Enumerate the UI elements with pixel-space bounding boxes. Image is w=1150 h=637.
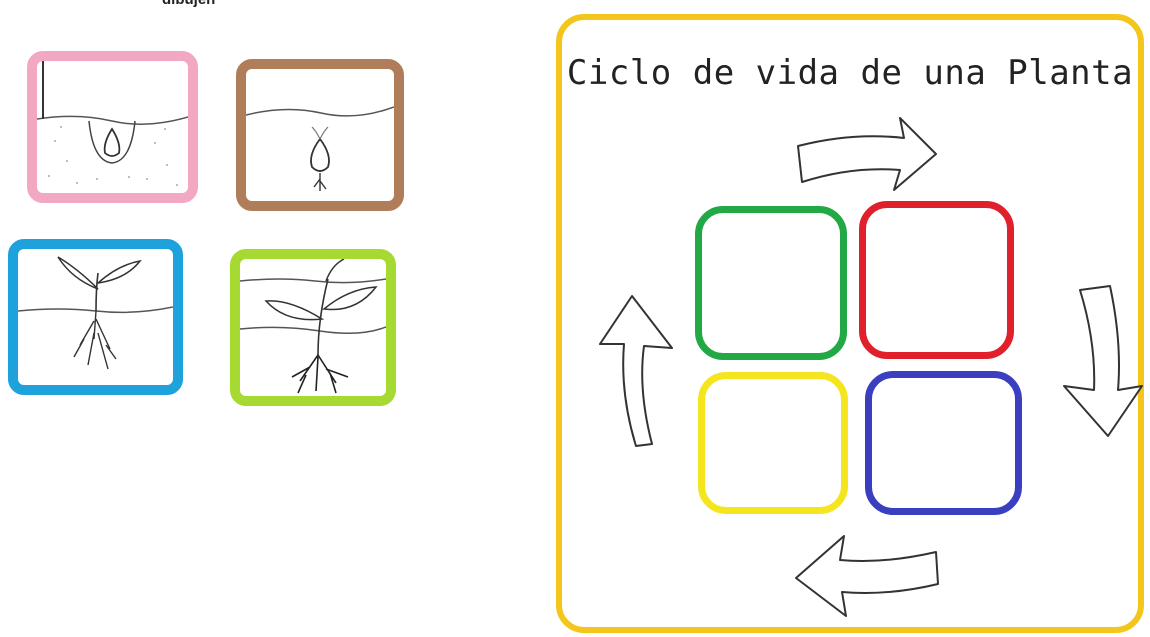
life-cycle-board: Ciclo de vida de una Planta — [556, 14, 1144, 633]
seed-in-soil-illustration — [37, 61, 188, 186]
arrow-down-icon — [1056, 282, 1146, 442]
young-plant-illustration — [240, 259, 386, 394]
arrow-right-icon — [792, 112, 942, 202]
slot-top-left[interactable] — [695, 206, 847, 360]
slot-bottom-left[interactable] — [698, 372, 848, 514]
slot-top-right[interactable] — [859, 201, 1014, 359]
card-germinating-seed[interactable] — [236, 59, 404, 211]
card-seedling-with-roots[interactable] — [8, 239, 183, 395]
card-young-plant-with-roots[interactable] — [230, 249, 396, 406]
slot-bottom-right[interactable] — [865, 371, 1022, 515]
germinating-seed-illustration — [246, 106, 394, 191]
arrow-left-icon — [788, 530, 944, 620]
instruction-text: dibujen — [162, 0, 215, 8]
seedling-illustration — [18, 256, 173, 370]
arrow-up-icon — [596, 290, 686, 450]
board-title: Ciclo de vida de una Planta — [566, 53, 1134, 93]
card-seed-in-soil[interactable] — [27, 51, 198, 203]
